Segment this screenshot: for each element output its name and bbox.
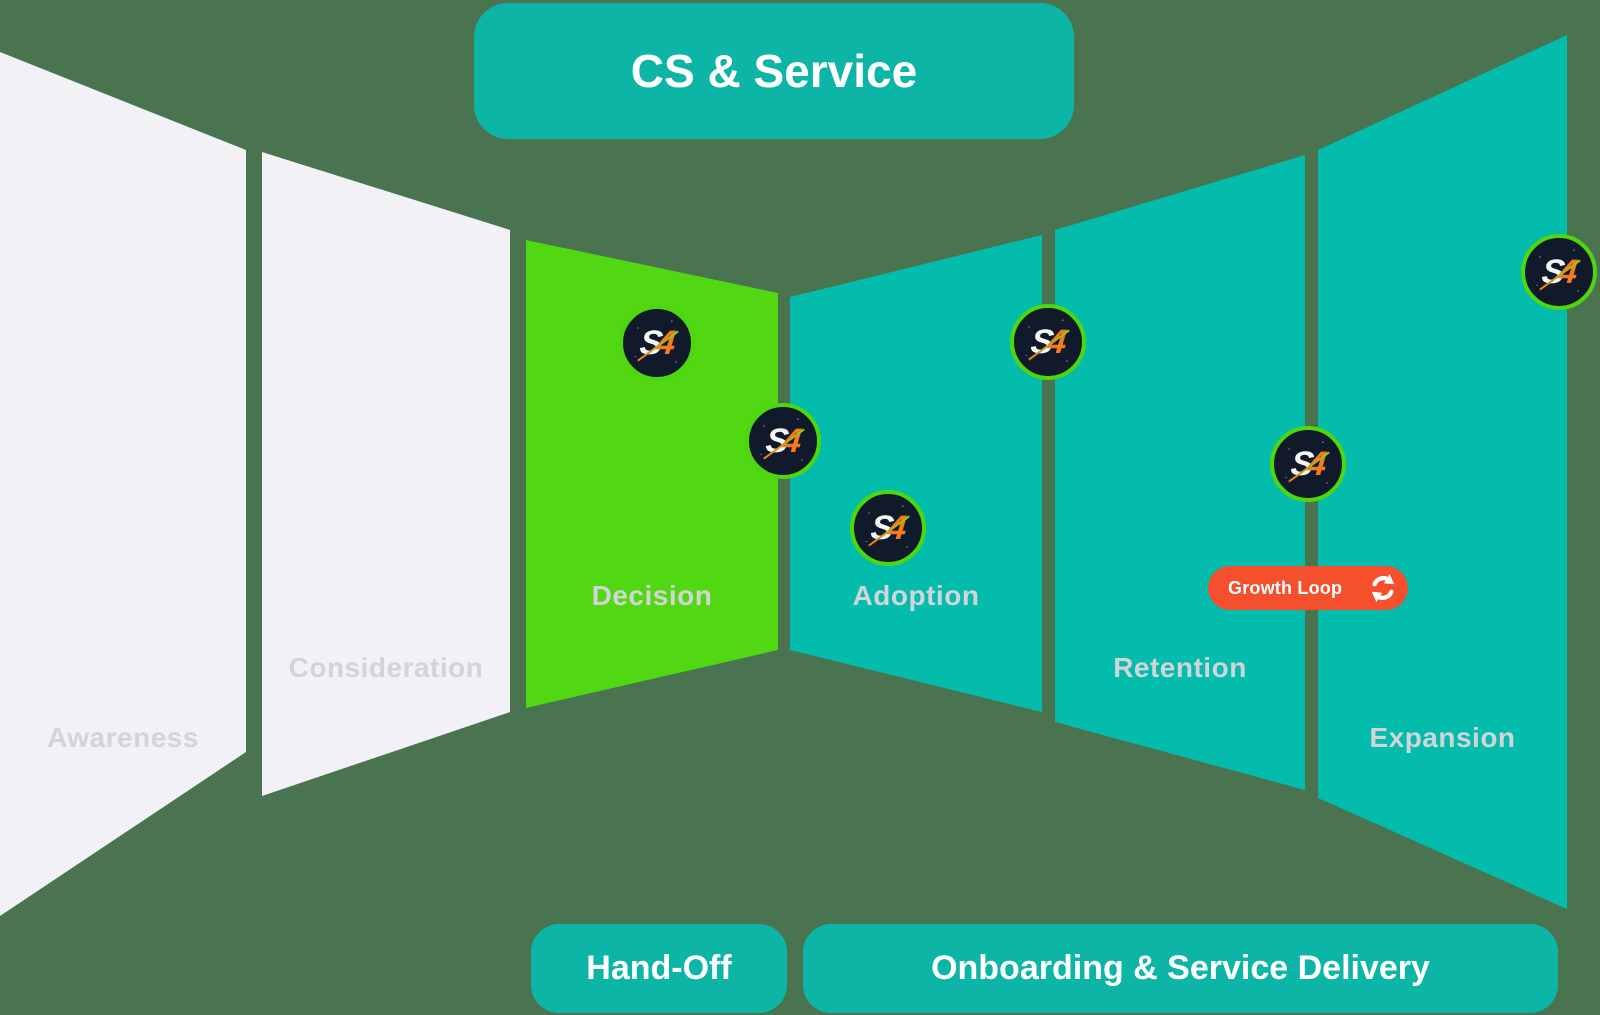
s4-logo-badge: S4 (1270, 426, 1346, 502)
panel-expansion: Expansion (1318, 35, 1567, 909)
consideration-label: Consideration (288, 652, 484, 683)
s4-logo-icon: S4 (1029, 323, 1067, 361)
hand-off-label: Hand-Off (586, 949, 732, 987)
cs-service-pill: CS & Service (474, 3, 1074, 139)
growth-loop-badge: Growth Loop (1208, 566, 1408, 610)
panel-consideration: Consideration (262, 152, 510, 796)
refresh-loop-icon (1368, 573, 1398, 603)
s4-logo-badge: S4 (1521, 234, 1597, 310)
awareness-label: Awareness (47, 722, 199, 753)
s4-logo-badge: S4 (745, 403, 821, 479)
onboarding-service-delivery-label: Onboarding & Service Delivery (931, 949, 1430, 987)
expansion-label: Expansion (1369, 722, 1516, 753)
decision-label: Decision (591, 580, 713, 611)
s4-logo-badge: S4 (850, 490, 926, 566)
hand-off-pill: Hand-Off (531, 924, 787, 1013)
panel-retention: Retention (1055, 155, 1305, 790)
retention-label: Retention (1113, 652, 1247, 683)
s4-logo-icon: S4 (638, 324, 676, 362)
panel-adoption: Adoption (790, 235, 1042, 712)
cs-service-label: CS & Service (630, 45, 918, 97)
s4-logo-icon: S4 (869, 509, 907, 547)
panel-awareness: Awareness (0, 52, 246, 916)
onboarding-service-delivery-pill: Onboarding & Service Delivery (803, 924, 1558, 1013)
s4-logo-badge: S4 (1010, 304, 1086, 380)
s4-logo-icon: S4 (1540, 253, 1578, 291)
s4-logo-badge: S4 (619, 305, 695, 381)
s4-logo-icon: S4 (764, 422, 802, 460)
s4-logo-icon: S4 (1289, 445, 1327, 483)
growth-loop-label: Growth Loop (1228, 577, 1343, 598)
adoption-label: Adoption (852, 580, 980, 611)
